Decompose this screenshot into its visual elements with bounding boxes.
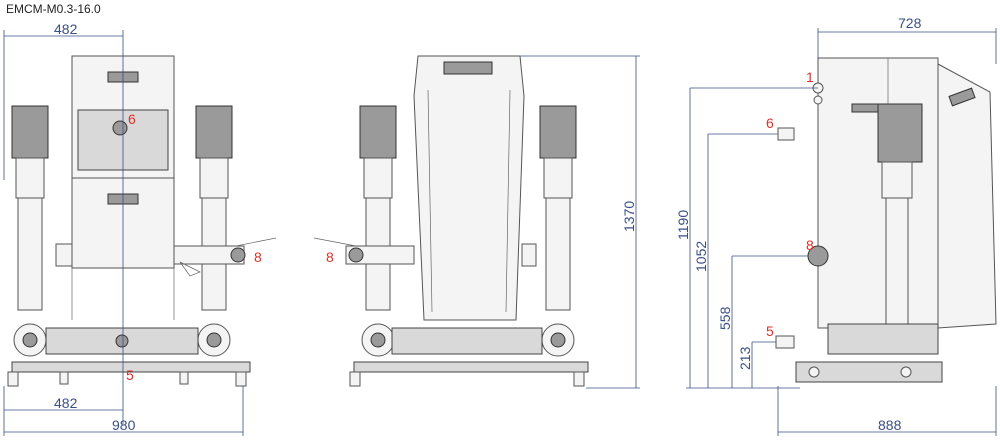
front-dim-bottom-total: 980 bbox=[112, 417, 136, 433]
side-connection-5 bbox=[775, 335, 795, 349]
front-discharge-valve bbox=[230, 247, 246, 263]
front-base-frame bbox=[11, 361, 251, 373]
side-callout-5: 5 bbox=[766, 323, 774, 339]
rear-view: 1370 8 bbox=[313, 55, 640, 389]
front-pump-body-left bbox=[17, 197, 43, 311]
front-valve-lower bbox=[115, 334, 129, 348]
front-dim-bottom-inner: 482 bbox=[54, 395, 78, 411]
rear-cabinet-handle bbox=[443, 61, 493, 75]
front-foot-mid-right bbox=[179, 371, 189, 385]
side-view: 728 888 1190 1052 558 213 1 6 8 5 bbox=[675, 15, 997, 436]
rear-cabinet bbox=[413, 55, 525, 321]
side-lower-manifold bbox=[827, 323, 939, 355]
rear-callout-8: 8 bbox=[326, 249, 334, 265]
side-dim-depth-top: 728 bbox=[898, 15, 922, 31]
front-callout-5: 5 bbox=[126, 367, 134, 383]
front-gauge-upper bbox=[112, 120, 128, 136]
front-motor-right bbox=[195, 105, 233, 159]
drawing-title: EMCM-M0.3-16.0 bbox=[6, 2, 101, 16]
front-foot-left bbox=[7, 371, 19, 387]
rear-base-frame bbox=[353, 361, 589, 373]
side-dim-1190: 1190 bbox=[675, 210, 691, 240]
rear-motor-right bbox=[539, 105, 577, 159]
front-foot-right bbox=[235, 371, 247, 387]
rear-lower-manifold bbox=[391, 327, 543, 355]
side-callout-8: 8 bbox=[806, 237, 814, 253]
front-coupling-right bbox=[199, 157, 229, 199]
side-connection-6 bbox=[777, 127, 795, 141]
side-pump-body bbox=[885, 197, 909, 325]
side-dim-558: 558 bbox=[717, 306, 733, 330]
front-motor-left bbox=[11, 105, 49, 159]
front-callout-6: 6 bbox=[128, 111, 136, 127]
side-dim-1052: 1052 bbox=[693, 241, 709, 272]
rear-dim-height: 1370 bbox=[621, 201, 637, 232]
front-coupling-left bbox=[15, 157, 45, 199]
side-cabinet-door bbox=[937, 63, 997, 329]
side-dim-depth-bottom: 888 bbox=[878, 417, 902, 433]
side-cabinet bbox=[817, 57, 939, 329]
rear-foot-right bbox=[573, 371, 585, 387]
rear-pump-body-right bbox=[545, 197, 571, 311]
side-callout-6: 6 bbox=[766, 115, 774, 131]
side-dim-213: 213 bbox=[737, 346, 753, 370]
side-callout-1: 1 bbox=[806, 69, 814, 85]
front-view: 482 482 980 6 5 8 bbox=[3, 21, 277, 436]
side-cabinet-handle bbox=[948, 87, 976, 107]
front-callout-8: 8 bbox=[254, 249, 262, 265]
rear-motor-left bbox=[359, 105, 397, 159]
rear-discharge-pipe bbox=[345, 245, 415, 265]
front-suction-port bbox=[55, 243, 73, 267]
front-dim-top-width: 482 bbox=[54, 21, 78, 37]
side-motor bbox=[877, 103, 923, 163]
rear-foot-left bbox=[349, 371, 361, 387]
rear-discharge-valve bbox=[348, 247, 364, 263]
front-foot-mid-left bbox=[59, 371, 69, 385]
